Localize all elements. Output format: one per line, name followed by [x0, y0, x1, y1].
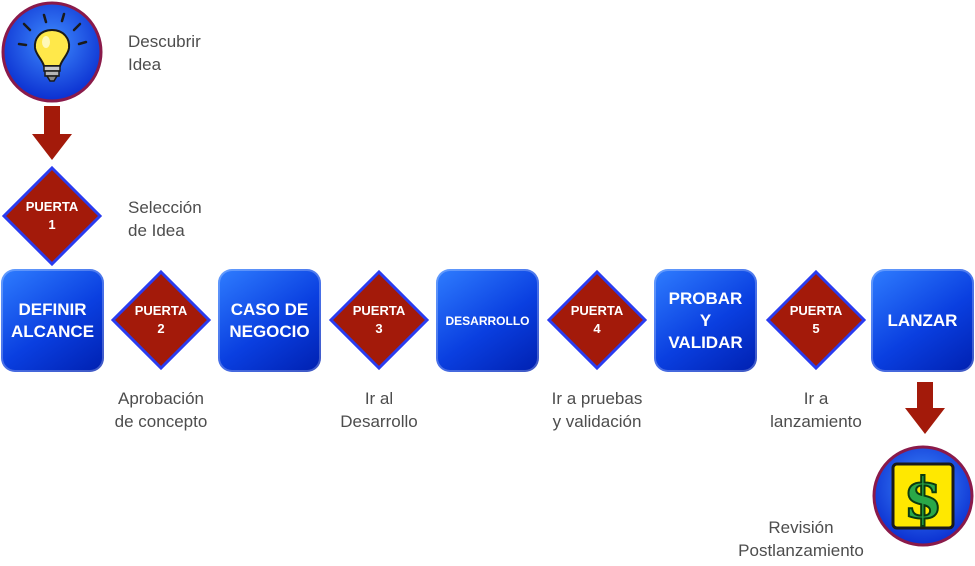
- gate-1-caption: Selección de Idea: [128, 196, 202, 242]
- stage-desarrollo: DESARROLLO: [436, 269, 539, 372]
- gate-5-caption-line2: lanzamiento: [770, 412, 862, 431]
- start-caption-line1: Descubrir: [128, 32, 201, 51]
- start-caption-line2: Idea: [128, 55, 162, 74]
- svg-text:$: $: [904, 466, 943, 532]
- gate-2-caption-line1: Aprobación: [117, 389, 204, 408]
- gate-4-caption-line1: Ir a pruebas: [551, 389, 643, 408]
- arrow-down-1: [32, 106, 72, 162]
- gate-5-caption: Ir a lanzamiento: [751, 387, 881, 433]
- gate-2: PUERTA 2: [110, 269, 212, 371]
- gate-1-caption-line2: de Idea: [128, 221, 185, 240]
- gate-4: PUERTA 4: [546, 269, 648, 371]
- start-caption: Descubrir Idea: [128, 30, 201, 76]
- dollar-icon: $: [872, 445, 974, 547]
- stage-2-line1: CASO DE: [230, 299, 309, 319]
- end-caption-line2: Postlanzamiento: [738, 541, 864, 560]
- stage-lanzar: LANZAR: [871, 269, 974, 372]
- gate-2-label: PUERTA: [134, 303, 188, 318]
- gate-1-number: 1: [48, 217, 56, 232]
- gate-3: PUERTA 3: [328, 269, 430, 371]
- gate-3-caption-line1: Ir al: [364, 389, 394, 408]
- gate-4-caption: Ir a pruebas y validación: [532, 387, 662, 433]
- stage-caso-de-negocio: CASO DE NEGOCIO: [218, 269, 321, 372]
- gate-1-label: PUERTA: [25, 199, 79, 214]
- end-circle: $: [871, 444, 975, 548]
- stage-4-line2: Y: [699, 310, 712, 330]
- start-circle: [0, 0, 104, 104]
- gate-1: PUERTA 1: [1, 165, 103, 267]
- arrow-down-2: [905, 382, 945, 438]
- gate-2-caption-line2: de concepto: [114, 412, 208, 431]
- stage-1-line2: ALCANCE: [10, 321, 95, 341]
- gate-5: PUERTA 5: [765, 269, 867, 371]
- gate-5-label: PUERTA: [789, 303, 843, 318]
- stage-2-line2: NEGOCIO: [229, 321, 310, 341]
- gate-4-label: PUERTA: [570, 303, 624, 318]
- gate-2-caption: Aprobación de concepto: [96, 387, 226, 433]
- gate-3-caption-line2: Desarrollo: [340, 412, 418, 431]
- lightbulb-icon: [1, 1, 103, 103]
- stage-4-line1: PROBAR: [668, 288, 743, 308]
- gate-3-number: 3: [375, 321, 383, 336]
- end-caption-line1: Revisión: [768, 518, 834, 537]
- stage-1-line1: DEFINIR: [18, 299, 87, 319]
- stage-probar-y-validar: PROBAR Y VALIDAR: [654, 269, 757, 372]
- stage-3-line1: DESARROLLO: [445, 313, 530, 328]
- stage-4-line3: VALIDAR: [668, 332, 743, 352]
- gate-2-number: 2: [157, 321, 165, 336]
- gate-5-caption-line1: Ir a: [803, 389, 829, 408]
- gate-5-number: 5: [812, 321, 820, 336]
- gate-1-caption-line1: Selección: [128, 198, 202, 217]
- gate-3-caption: Ir al Desarrollo: [314, 387, 444, 433]
- gate-4-number: 4: [593, 321, 601, 336]
- end-caption: Revisión Postlanzamiento: [716, 516, 886, 562]
- stage-definir-alcance: DEFINIR ALCANCE: [1, 269, 104, 372]
- gate-4-caption-line2: y validación: [552, 412, 642, 431]
- stage-5-line1: LANZAR: [887, 310, 958, 330]
- gate-3-label: PUERTA: [352, 303, 406, 318]
